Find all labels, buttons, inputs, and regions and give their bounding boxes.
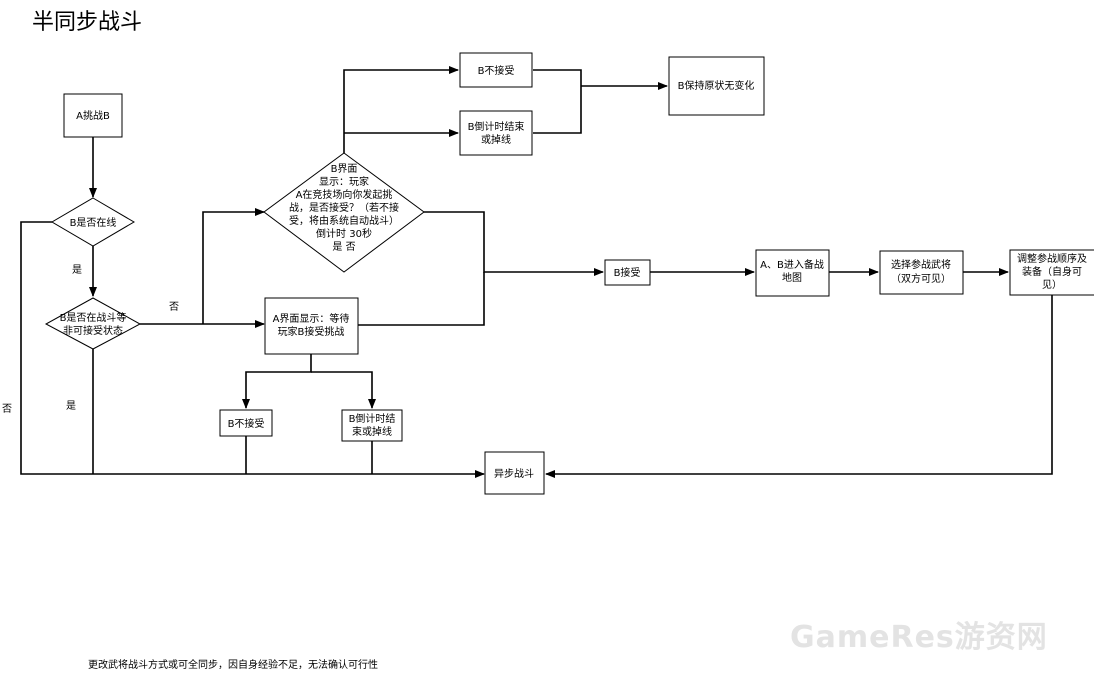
node-b-ui-line-5: 受，将由系统自动战斗）	[289, 214, 399, 227]
label-battle-no: 否	[169, 301, 179, 313]
watermark: GameRes游资网	[790, 620, 1048, 655]
edge-a-ui-to-reject-bottom	[242, 354, 312, 409]
node-b-accept-label: B接受	[614, 266, 641, 279]
node-b-reject-top: B不接受	[459, 52, 533, 88]
node-b-ui-line-3: A在竞技场向你发起挑	[296, 188, 393, 201]
node-b-online-label: B是否在线	[70, 216, 117, 229]
edge-reject-top-to-merge	[533, 69, 582, 134]
node-b-in-battle-line-2: 非可接受状态	[63, 324, 123, 337]
node-b-reject-top-label: B不接受	[478, 64, 515, 77]
node-b-timeout-top-line-1: B倒计时结束	[468, 120, 525, 133]
node-enter-map-line-1: A、B进入备战	[760, 258, 824, 271]
node-b-keep-state: B保持原状无变化	[668, 56, 765, 116]
node-b-timeout-bottom-line-2: 束或掉线	[352, 425, 392, 438]
node-enter-map: A、B进入备战 地图	[755, 249, 830, 297]
node-b-in-battle-line-1: B是否在战斗等	[60, 311, 127, 324]
label-battle-yes: 是	[66, 400, 76, 412]
edge-a-ui-to-accept	[358, 272, 485, 326]
node-async-battle: 异步战斗	[484, 451, 545, 495]
edge-battle-no-to-b-ui	[202, 208, 265, 324]
node-b-ui-line-4: 战，是否接受？（若不接	[289, 201, 399, 214]
edge-a-ui-to-timeout-bottom	[311, 371, 376, 409]
node-b-ui-line-2: 显示：玩家	[319, 175, 369, 188]
node-b-reject-bottom: B不接受	[219, 409, 273, 437]
node-select-generals-line-2: （双方可见）	[891, 272, 951, 285]
node-b-timeout-bottom-line-1: B倒计时结	[349, 412, 396, 425]
node-async-battle-label: 异步战斗	[494, 468, 534, 480]
node-adjust-order: 调整参战顺序及 装备（自身可 见）	[1009, 249, 1094, 296]
node-enter-map-line-2: 地图	[782, 271, 802, 284]
node-b-keep-state-label: B保持原状无变化	[678, 79, 755, 92]
node-b-ui-line-1: B界面	[331, 163, 358, 175]
edge-adjust-to-async	[545, 294, 1053, 478]
node-b-timeout-top: B倒计时结束 或掉线	[459, 110, 533, 156]
node-b-ui: B界面 显示：玩家 A在竞技场向你发起挑 战，是否接受？（若不接 受，将由系统自…	[263, 152, 425, 273]
node-b-online: B是否在线	[51, 197, 135, 247]
node-adjust-order-line-1: 调整参战顺序及	[1017, 252, 1087, 265]
footer-note: 更改武将战斗方式或可全同步，因自身经验不足，无法确认可行性	[88, 660, 378, 671]
node-a-ui-line-1: A界面显示：等待	[273, 312, 350, 325]
page-title: 半同步战斗	[32, 10, 143, 35]
node-b-accept: B接受	[604, 259, 651, 286]
node-adjust-order-line-2: 装备（自身可	[1022, 265, 1082, 278]
node-b-ui-line-7: 是 否	[332, 241, 355, 253]
edge-online-no	[20, 221, 485, 478]
node-b-timeout-bottom: B倒计时结 束或掉线	[341, 409, 403, 442]
label-online-yes: 是	[72, 264, 82, 276]
node-a-ui: A界面显示：等待 玩家B接受挑战	[264, 297, 359, 355]
node-a-ui-line-2: 玩家B接受挑战	[278, 325, 345, 338]
node-a-challenge-b: A挑战B	[63, 93, 123, 138]
node-a-challenge-b-label: A挑战B	[76, 109, 110, 122]
node-b-ui-line-6: 倒计时 30秒	[316, 227, 372, 240]
edge-b-ui-accept	[424, 211, 604, 276]
node-b-in-battle: B是否在战斗等 非可接受状态	[44, 297, 142, 350]
node-b-timeout-top-line-2: 或掉线	[481, 133, 511, 146]
node-b-reject-bottom-label: B不接受	[228, 417, 265, 430]
label-online-no: 否	[2, 403, 12, 415]
edge-b-ui-to-reject-top	[343, 66, 459, 153]
node-adjust-order-line-3: 见）	[1042, 279, 1062, 291]
node-select-generals-line-1: 选择参战武将	[891, 258, 951, 271]
node-select-generals: 选择参战武将 （双方可见）	[879, 250, 964, 295]
